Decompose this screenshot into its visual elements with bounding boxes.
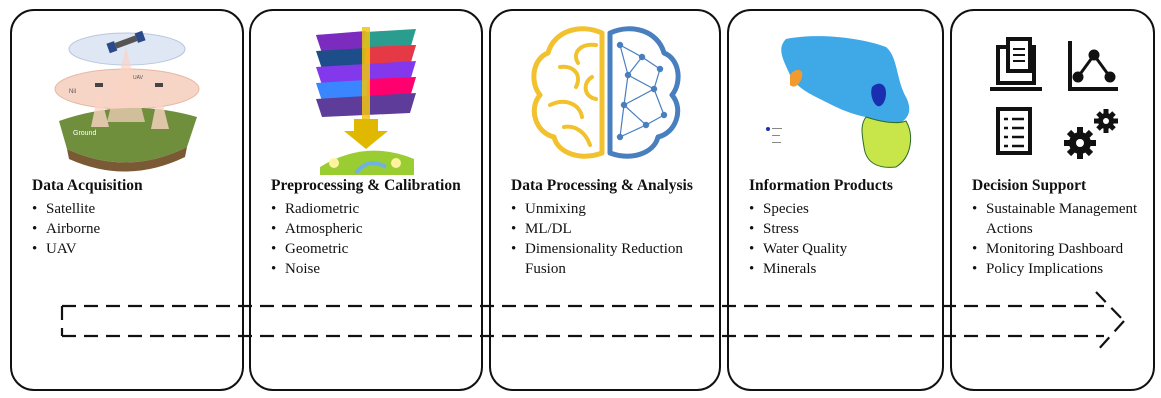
bullet-list: Species Stress Water Quality Minerals: [749, 199, 847, 279]
list-item: UAV: [32, 239, 100, 259]
line-chart-icon: [1067, 41, 1118, 91]
layer-stack-illustration: [251, 17, 481, 177]
panel-title: Information Products: [749, 177, 893, 194]
panel-preprocessing-calibration: Preprocessing & Calibration Radiometric …: [249, 9, 483, 391]
list-item: Geometric: [271, 239, 362, 259]
list-item: Satellite: [32, 199, 100, 219]
panel-data-processing-analysis: Data Processing & Analysis Unmixing ML/D…: [489, 9, 721, 391]
illus-label-ground: Ground: [73, 130, 96, 137]
list-item: Stress: [749, 219, 847, 239]
panel-title: Data Acquisition: [32, 177, 143, 194]
flow-arrow-head-upper: [1095, 291, 1125, 322]
bullet-list: Satellite Airborne UAV: [32, 199, 100, 259]
list-item: Airborne: [32, 219, 100, 239]
flow-arrow-head-lower: [1095, 320, 1125, 353]
list-item: Radiometric: [271, 199, 362, 219]
panel-title: Preprocessing & Calibration: [271, 177, 461, 194]
brain-illustration: [491, 17, 719, 177]
panel-title: Decision Support: [972, 177, 1087, 194]
bullet-list: Radiometric Atmospheric Geometric Noise: [271, 199, 362, 279]
gears-icon: [1063, 109, 1118, 159]
classified-map-illustration: [729, 17, 942, 177]
list-item: Sustainable Management Actions: [972, 199, 1150, 239]
panel-information-products: Information Products Species Stress Wate…: [727, 9, 944, 391]
list-item: Water Quality: [749, 239, 847, 259]
list-item: Dimensionality Reduction Fusion: [511, 239, 711, 279]
list-item: Atmospheric: [271, 219, 362, 239]
panel-title: Data Processing & Analysis: [511, 177, 693, 194]
list-item: Minerals: [749, 259, 847, 279]
list-item: ML/DL: [511, 219, 711, 239]
list-item: Monitoring Dashboard: [972, 239, 1150, 259]
bullet-list: Sustainable Management Actions Monitorin…: [972, 199, 1150, 279]
list-item: Unmixing: [511, 199, 711, 219]
panel-data-acquisition: Ground Nil UAV Data Acquisition Satellit…: [10, 9, 244, 391]
remote-sensing-illustration: Ground Nil UAV: [12, 17, 242, 177]
computer-icon: [989, 37, 1042, 91]
list-item: Policy Implications: [972, 259, 1150, 279]
illus-label-nil: Nil: [69, 89, 76, 95]
bullet-list: Unmixing ML/DL Dimensionality Reduction …: [511, 199, 711, 279]
decision-icons: [952, 17, 1153, 177]
list-item: Noise: [271, 259, 362, 279]
illus-label-uav: UAV: [133, 75, 144, 81]
panel-decision-support: Decision Support Sustainable Management …: [950, 9, 1155, 391]
checklist-icon: [995, 107, 1032, 155]
list-item: Species: [749, 199, 847, 219]
